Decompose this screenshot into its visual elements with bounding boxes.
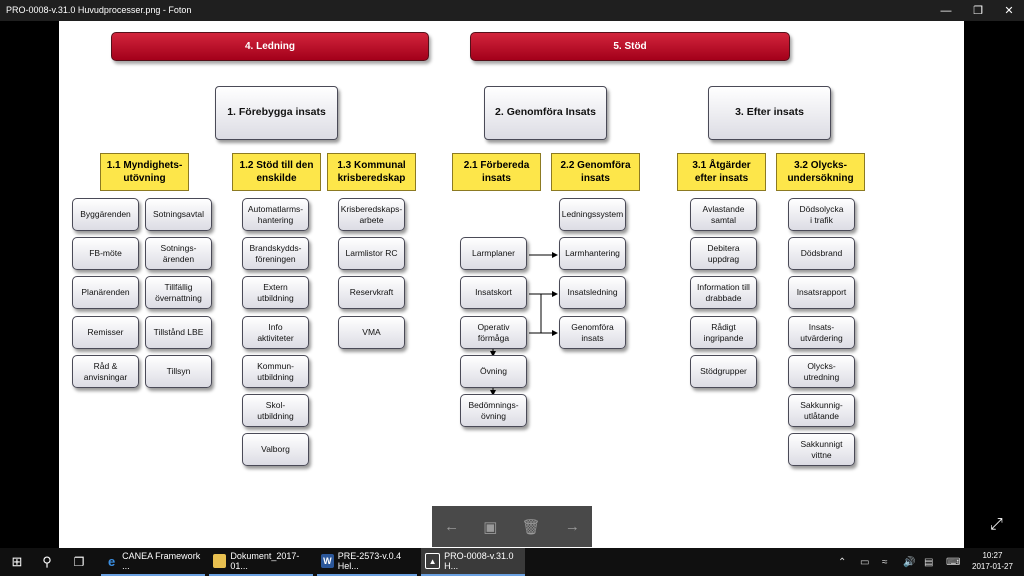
process-box: Automatlarms- hantering bbox=[242, 198, 309, 231]
fullscreen-icon[interactable]: ⤢ bbox=[990, 516, 1003, 533]
folder-icon bbox=[213, 554, 227, 568]
process-box: Brandskydds- föreningen bbox=[242, 237, 309, 270]
header-3-1: 3.1 Åtgärder efter insats bbox=[677, 153, 766, 191]
process-box: Dödsbrand bbox=[788, 237, 855, 270]
maximize-button[interactable]: ❐ bbox=[973, 5, 983, 17]
process-box: FB-möte bbox=[72, 237, 139, 270]
taskbar-item-canea[interactable]: e CANEA Framework ... bbox=[101, 548, 205, 576]
phase-forebygga: 1. Förebygga insats bbox=[215, 86, 338, 140]
taskbar-item-label: PRO-0008-v.31.0 H... bbox=[444, 551, 514, 571]
connector-lines bbox=[490, 252, 558, 396]
windows-start-icon[interactable]: ⊞ bbox=[11, 554, 23, 569]
process-box: Valborg bbox=[242, 433, 309, 466]
title-bar: PRO-0008-v.31.0 Huvudprocesser.png - Fot… bbox=[0, 0, 1024, 21]
process-box: Byggärenden bbox=[72, 198, 139, 231]
header-1-1: 1.1 Myndighets- utövning bbox=[100, 153, 189, 191]
phase-genomfora: 2. Genomföra Insats bbox=[484, 86, 607, 140]
taskbar-item-photos[interactable]: ▲ PRO-0008-v.31.0 H... bbox=[421, 548, 525, 576]
process-box: VMA bbox=[338, 316, 405, 349]
taskbar-item-dokument[interactable]: Dokument_2017-01... bbox=[209, 548, 313, 576]
battery-icon[interactable]: ▭ bbox=[860, 556, 870, 568]
process-box: Larmlistor RC bbox=[338, 237, 405, 270]
photo-toolbar: ← ▣ 🗑 → bbox=[432, 506, 592, 547]
process-box: Dödsolycka i trafik bbox=[788, 198, 855, 231]
process-box: Kommun- utbildning bbox=[242, 355, 309, 388]
process-box: Sakkunnig- utlåtande bbox=[788, 394, 855, 427]
volume-icon[interactable]: 🔊 bbox=[903, 556, 916, 568]
process-box: Extern utbildning bbox=[242, 276, 309, 309]
process-box: Operativ förmåga bbox=[460, 316, 527, 349]
process-box: Tillsyn bbox=[145, 355, 212, 388]
header-3-2: 3.2 Olycks- undersökning bbox=[776, 153, 865, 191]
process-box: Övning bbox=[460, 355, 527, 388]
stod-bar: 5. Stöd bbox=[470, 32, 790, 61]
process-box: Rådigt ingripande bbox=[690, 316, 757, 349]
clock-time: 10:27 bbox=[982, 551, 1003, 560]
clock[interactable]: 10:27 2017-01-27 bbox=[972, 551, 1013, 573]
minimize-button[interactable]: — bbox=[940, 4, 952, 17]
notifications-icon[interactable]: ▤ bbox=[924, 556, 934, 568]
clock-date: 2017-01-27 bbox=[972, 561, 1013, 571]
previous-arrow-icon[interactable]: ← bbox=[444, 518, 460, 535]
taskbar-item-label: PRE-2573-v.0.4 Hel... bbox=[337, 551, 402, 571]
process-box: Debitera uppdrag bbox=[690, 237, 757, 270]
browser-icon: e bbox=[107, 553, 116, 569]
process-box: Insats- utvärdering bbox=[788, 316, 855, 349]
task-view-icon[interactable]: ❐ bbox=[73, 555, 85, 569]
photos-icon: ▲ bbox=[425, 553, 441, 569]
process-box: Remisser bbox=[72, 316, 139, 349]
keyboard-icon[interactable]: ⌨ bbox=[946, 556, 961, 568]
process-box: Tillfällig övernattning bbox=[145, 276, 212, 309]
close-button[interactable]: ✕ bbox=[1004, 5, 1014, 17]
taskbar: ⊞ ⚲ ❐ e CANEA Framework ... Dokument_201… bbox=[0, 548, 1024, 576]
word-icon: W bbox=[321, 554, 334, 568]
header-1-2: 1.2 Stöd till den enskilde bbox=[232, 153, 321, 191]
process-box: Tillstånd LBE bbox=[145, 316, 212, 349]
window-title: PRO-0008-v.31.0 Huvudprocesser.png - Fot… bbox=[6, 5, 192, 15]
image-view: 4. Ledning 5. Stöd 1. Förebygga insats 2… bbox=[59, 21, 964, 548]
process-box: Information till drabbade bbox=[690, 276, 757, 309]
process-box: Larmhantering bbox=[559, 237, 626, 270]
phase-efter: 3. Efter insats bbox=[708, 86, 831, 140]
taskbar-item-word[interactable]: W PRE-2573-v.0.4 Hel... bbox=[317, 548, 417, 576]
header-1-3: 1.3 Kommunal krisberedskap bbox=[327, 153, 416, 191]
search-icon[interactable]: ⚲ bbox=[42, 554, 52, 569]
process-box: Sotnings- ärenden bbox=[145, 237, 212, 270]
slideshow-icon[interactable]: ▣ bbox=[483, 518, 498, 536]
process-box: Reservkraft bbox=[338, 276, 405, 309]
process-box: Larmplaner bbox=[460, 237, 527, 270]
next-arrow-icon[interactable]: → bbox=[564, 518, 580, 535]
process-box: Insatskort bbox=[460, 276, 527, 309]
header-2-2: 2.2 Genomföra insats bbox=[551, 153, 640, 191]
show-hidden-icons-icon[interactable]: ⌃ bbox=[838, 556, 847, 568]
process-box: Stödgrupper bbox=[690, 355, 757, 388]
header-2-1: 2.1 Förbereda insats bbox=[452, 153, 541, 191]
process-box: Avlastande samtal bbox=[690, 198, 757, 231]
process-box: Planärenden bbox=[72, 276, 139, 309]
process-box: Sotningsavtal bbox=[145, 198, 212, 231]
delete-icon[interactable]: 🗑 bbox=[521, 518, 541, 536]
stod-label: 5. Stöd bbox=[613, 41, 647, 52]
process-box: Skol- utbildning bbox=[242, 394, 309, 427]
process-box: Olycks- utredning bbox=[788, 355, 855, 388]
taskbar-item-label: Dokument_2017-01... bbox=[230, 551, 300, 571]
ledning-bar: 4. Ledning bbox=[111, 32, 429, 61]
taskbar-item-label: CANEA Framework ... bbox=[122, 551, 201, 571]
process-box: Insatsledning bbox=[559, 276, 626, 309]
process-box: Insatsrapport bbox=[788, 276, 855, 309]
process-box: Sakkunnigt vittne bbox=[788, 433, 855, 466]
ledning-label: 4. Ledning bbox=[245, 41, 295, 52]
process-box: Krisberedskaps- arbete bbox=[338, 198, 405, 231]
process-box: Genomföra insats bbox=[559, 316, 626, 349]
process-box: Info aktiviteter bbox=[242, 316, 309, 349]
process-box: Ledningssystem bbox=[559, 198, 626, 231]
wifi-icon[interactable]: ≈ bbox=[882, 556, 888, 568]
process-box: Bedömnings- övning bbox=[460, 394, 527, 427]
process-box: Råd & anvisningar bbox=[72, 355, 139, 388]
